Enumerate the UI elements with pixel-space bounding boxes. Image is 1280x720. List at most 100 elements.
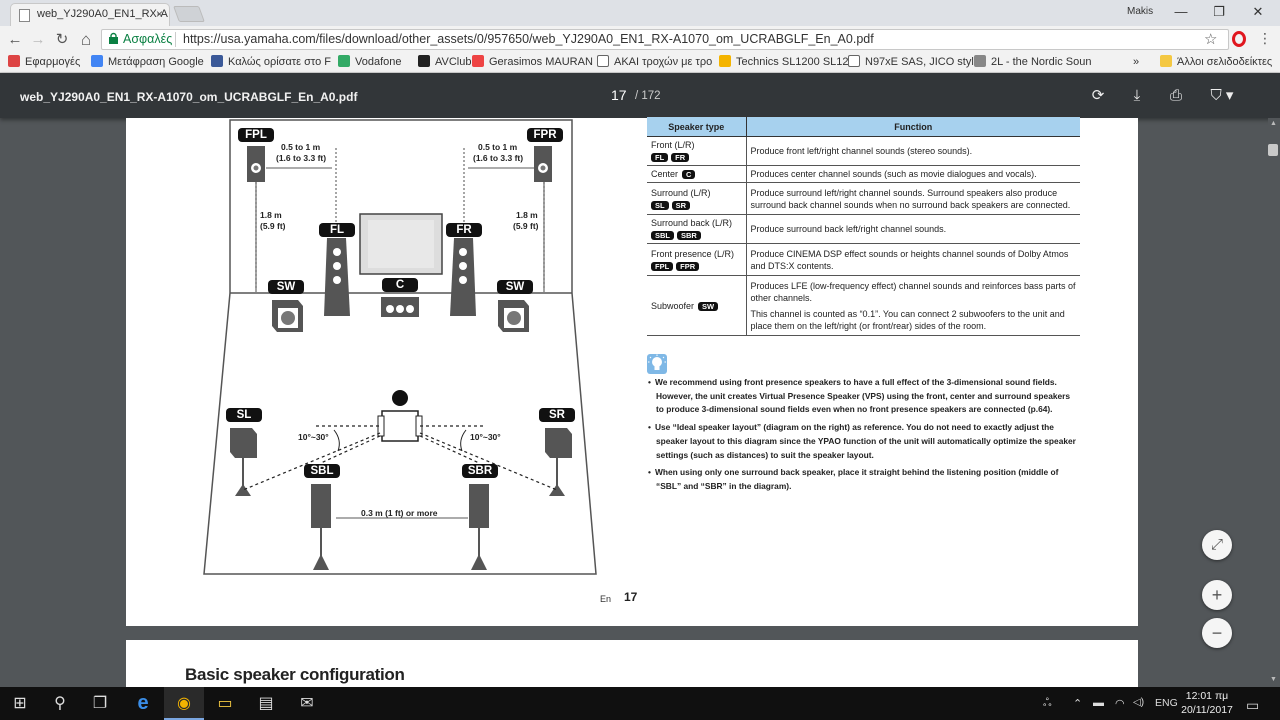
rotate-icon[interactable]: ⟳ <box>1091 87 1105 104</box>
speaker-tag: C <box>682 170 696 179</box>
subwoofer-left <box>272 300 303 332</box>
fit-page-button[interactable]: ⤢ <box>1202 530 1232 560</box>
tab-close-icon[interactable]: × <box>155 7 163 21</box>
zoom-in-button[interactable]: + <box>1202 580 1232 610</box>
bookmark-item[interactable]: Μετάφραση Google <box>91 55 204 70</box>
scrollbar[interactable] <box>1268 118 1280 688</box>
mail-icon[interactable]: ✉ <box>300 695 314 712</box>
edge-icon[interactable]: e <box>137 692 149 714</box>
page-total: / 172 <box>635 90 661 102</box>
people-icon[interactable]: ஃ <box>1043 697 1052 709</box>
clock-date: 20/11/2017 <box>1181 704 1233 716</box>
bookmarks-overflow-button[interactable]: » <box>1133 56 1140 68</box>
scroll-down-icon[interactable]: ▼ <box>1270 676 1277 683</box>
2l-icon <box>974 55 986 67</box>
maximize-button[interactable]: ❐ <box>1213 4 1225 19</box>
browser-menu-icon[interactable]: ⋮ <box>1258 30 1272 46</box>
lightbulb-icon <box>647 354 667 374</box>
speaker-tag: FPL <box>651 261 674 271</box>
new-tab-button[interactable] <box>173 6 205 22</box>
taskbar <box>0 687 1280 720</box>
bookmark-item[interactable]: AVClub <box>418 55 472 70</box>
file-explorer-icon[interactable]: ▭ <box>217 695 233 712</box>
language-indicator[interactable]: ENG <box>1155 697 1178 709</box>
notifications-icon[interactable]: ▭ <box>1246 697 1260 713</box>
header-function: Function <box>746 116 1080 137</box>
function-cell: Produce CINEMA DSP effect sounds or heig… <box>746 243 1080 276</box>
speaker-tag: SBR <box>677 231 701 240</box>
browser-tab[interactable]: web_YJ290A0_EN1_RX-A × <box>10 3 170 26</box>
function-note: This channel is counted as “0.1”. You ca… <box>750 308 1065 331</box>
speaker-layout-diagram <box>203 119 597 575</box>
opera-extension-icon[interactable] <box>1232 31 1246 47</box>
home-icon[interactable]: ⌂ <box>80 30 92 49</box>
bookmark-label: Εφαρμογές <box>25 56 81 68</box>
forward-icon[interactable]: → <box>30 31 46 48</box>
speaker-tag: SL <box>651 200 669 210</box>
translate-icon <box>91 55 103 67</box>
scroll-up-icon[interactable]: ▲ <box>1270 120 1277 127</box>
bookmark-item[interactable]: Vodafone <box>338 55 403 70</box>
sbl-label: SBL <box>304 464 340 478</box>
bookmark-label: AVClub <box>435 56 472 68</box>
bookmark-item[interactable]: Technics SL1200 SL12 <box>719 55 849 70</box>
page-number-input[interactable]: 17 <box>611 87 627 103</box>
bookmark-item[interactable]: N97xE SAS, JICO styl <box>848 55 974 70</box>
speaker-type-text: Surround back (L/R) <box>651 218 733 228</box>
sr-speaker <box>545 428 572 496</box>
bookmark-icon[interactable]: ⛉ ▾ <box>1210 87 1234 104</box>
header-speaker-type: Speaker type <box>647 116 747 137</box>
sbr-speaker <box>469 484 489 570</box>
function-text: Produce surround left/right channel soun… <box>750 187 1071 210</box>
minimize-button[interactable]: — <box>1174 4 1188 19</box>
zoom-out-button[interactable]: − <box>1202 618 1232 648</box>
bookmark-item[interactable]: Καλώς ορίσατε στο F <box>211 55 331 70</box>
bookmark-item[interactable]: AKAI τροχών με τρο <box>597 55 712 70</box>
fl-label: FL <box>319 223 355 237</box>
diagram-annotation: (1.6 to 3.3 ft) <box>473 153 524 163</box>
bookmark-item[interactable]: 2L - the Nordic Soun <box>974 55 1114 70</box>
reload-icon[interactable]: ↻ <box>55 31 69 48</box>
bookmark-star-icon[interactable]: ☆ <box>1204 31 1218 48</box>
back-icon[interactable]: ← <box>7 31 23 48</box>
function-cell: Produce front left/right channel sounds … <box>746 136 1080 166</box>
profile-name[interactable]: Makis <box>1127 6 1154 17</box>
function-cell: Produces center channel sounds (such as … <box>746 165 1080 183</box>
function-text: Produces LFE (low-frequency effect) chan… <box>750 280 1076 303</box>
task-view-icon[interactable]: ❐ <box>92 695 108 712</box>
address-separator <box>175 32 176 47</box>
battery-icon[interactable]: ▬ <box>1093 697 1104 709</box>
music-icon <box>719 55 731 67</box>
center-label: C <box>382 278 418 292</box>
bullet: • <box>648 467 651 478</box>
bookmark-item[interactable]: Gerasimos MAURAN <box>472 55 593 70</box>
close-window-button[interactable]: ✕ <box>1252 4 1264 19</box>
secure-label[interactable]: Ασφαλές <box>123 32 173 46</box>
search-icon[interactable]: ⚲ <box>54 695 66 712</box>
start-icon[interactable]: ⊞ <box>13 695 27 712</box>
url-text[interactable]: https://usa.yamaha.com/files/download/ot… <box>183 32 874 46</box>
print-icon[interactable]: ⎙ <box>1169 87 1182 104</box>
bookmark-item[interactable]: Εφαρμογές <box>8 55 83 70</box>
chrome-icon[interactable]: ◉ <box>164 687 204 720</box>
store-icon[interactable]: ▤ <box>258 695 274 712</box>
diagram-annotation: (5.9 ft) <box>513 221 539 231</box>
scrollbar-thumb[interactable] <box>1268 144 1278 156</box>
other-bookmarks-label: Άλλοι σελιδοδείκτες <box>1177 56 1273 68</box>
function-cell: Produces LFE (low-frequency effect) chan… <box>746 275 1080 336</box>
other-bookmarks[interactable]: Άλλοι σελιδοδείκτες <box>1160 55 1272 70</box>
fr-speaker <box>450 238 476 316</box>
wifi-icon[interactable]: ◠ <box>1115 698 1125 710</box>
bullet: • <box>648 422 651 433</box>
fpl-speaker <box>247 146 265 182</box>
address-bar[interactable] <box>101 29 1229 50</box>
function-cell: Produce surround left/right channel soun… <box>746 182 1080 215</box>
download-icon[interactable]: ⤓ <box>1133 87 1141 104</box>
tray-expand-icon[interactable]: ⌃ <box>1073 698 1083 710</box>
volume-icon[interactable]: ◁) <box>1133 697 1145 708</box>
